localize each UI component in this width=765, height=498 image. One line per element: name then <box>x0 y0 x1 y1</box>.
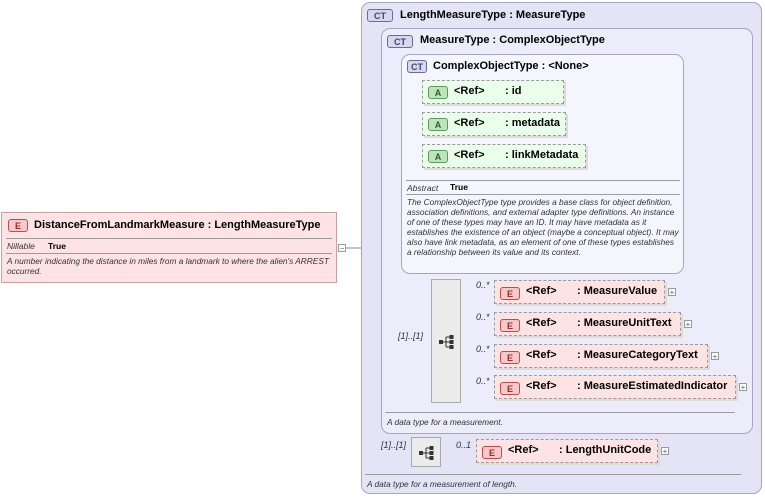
length-measure-type-description: A data type for a measurement of length. <box>367 479 518 489</box>
measure-type-description: A data type for a measurement. <box>387 417 503 427</box>
expand-toggle[interactable]: + <box>661 447 669 456</box>
nillable-value: True <box>48 241 66 251</box>
ref-label: <Ref> <box>454 85 485 97</box>
measure-type-title: MeasureType : ComplexObjectType <box>420 34 605 46</box>
element-badge: E <box>500 287 520 300</box>
ref-label: <Ref> <box>526 349 557 361</box>
root-element-title: DistanceFromLandmarkMeasure : LengthMeas… <box>34 219 321 231</box>
divider <box>6 253 332 254</box>
attribute-badge: A <box>428 150 448 163</box>
expand-toggle[interactable]: + <box>711 352 719 361</box>
element-badge: E <box>500 382 520 395</box>
root-element-description: A number indicating the distance in mile… <box>7 256 329 276</box>
expand-toggle[interactable]: + <box>668 288 676 297</box>
attribute-link-metadata[interactable]: A <Ref> : linkMetadata <box>422 144 586 168</box>
attribute-name: : metadata <box>505 117 561 129</box>
element-name: : MeasureValue <box>577 285 658 297</box>
sequence-compositor[interactable] <box>411 437 441 467</box>
divider <box>406 194 680 195</box>
divider <box>385 412 735 413</box>
sequence-cardinality: [1]..[1] <box>381 440 407 450</box>
element-measure-estimated-indicator[interactable]: E <Ref> : MeasureEstimatedIndicator <box>494 375 736 399</box>
element-measure-category-text[interactable]: E <Ref> : MeasureCategoryText <box>494 344 708 368</box>
attribute-name: : id <box>505 85 522 97</box>
sequence-cardinality: [1]..[1] <box>398 331 424 341</box>
element-measure-unit-text[interactable]: E <Ref> : MeasureUnitText <box>494 312 681 336</box>
ref-label: <Ref> <box>508 444 539 456</box>
attribute-name: : linkMetadata <box>505 149 579 161</box>
element-name: : MeasureEstimatedIndicator <box>577 380 728 392</box>
nillable-label: Nillable <box>7 241 35 251</box>
ref-label: <Ref> <box>526 380 557 392</box>
complex-type-badge: CT <box>407 60 427 73</box>
element-badge: E <box>500 319 520 332</box>
divider <box>365 474 741 475</box>
ref-label: <Ref> <box>454 117 485 129</box>
attribute-badge: A <box>428 118 448 131</box>
element-cardinality: 0..1 <box>456 440 472 450</box>
element-name: : LengthUnitCode <box>559 444 652 456</box>
element-badge: E <box>500 351 520 364</box>
element-length-unit-code[interactable]: E <Ref> : LengthUnitCode <box>476 439 658 463</box>
element-cardinality: 0..* <box>476 312 490 322</box>
element-badge: E <box>8 219 28 232</box>
abstract-label: Abstract <box>407 183 439 193</box>
sequence-icon <box>439 335 454 349</box>
attribute-metadata[interactable]: A <Ref> : metadata <box>422 112 566 136</box>
complex-object-type-description: The ComplexObjectType type provides a ba… <box>407 197 679 257</box>
abstract-value: True <box>450 182 468 192</box>
element-badge: E <box>482 446 502 459</box>
root-element-box[interactable]: E DistanceFromLandmarkMeasure : LengthMe… <box>1 212 337 283</box>
collapse-toggle[interactable]: − <box>338 244 346 253</box>
attribute-id[interactable]: A <Ref> : id <box>422 80 564 104</box>
element-cardinality: 0..* <box>476 344 490 354</box>
expand-toggle[interactable]: + <box>684 320 692 329</box>
sequence-compositor[interactable] <box>431 279 461 403</box>
divider <box>406 180 680 181</box>
element-cardinality: 0..* <box>476 376 490 386</box>
length-measure-type-title: LengthMeasureType : MeasureType <box>400 9 586 21</box>
sequence-icon <box>419 446 434 460</box>
ref-label: <Ref> <box>526 317 557 329</box>
complex-object-type-title: ComplexObjectType : <None> <box>433 60 589 72</box>
element-name: : MeasureCategoryText <box>577 349 698 361</box>
element-measure-value[interactable]: E <Ref> : MeasureValue <box>494 280 665 304</box>
element-cardinality: 0..* <box>476 280 490 290</box>
ref-label: <Ref> <box>526 285 557 297</box>
divider <box>6 238 332 239</box>
complex-type-badge: CT <box>367 9 393 22</box>
complex-type-badge: CT <box>387 35 413 48</box>
attribute-badge: A <box>428 86 448 99</box>
ref-label: <Ref> <box>454 149 485 161</box>
element-name: : MeasureUnitText <box>577 317 672 329</box>
expand-toggle[interactable]: + <box>739 383 747 392</box>
